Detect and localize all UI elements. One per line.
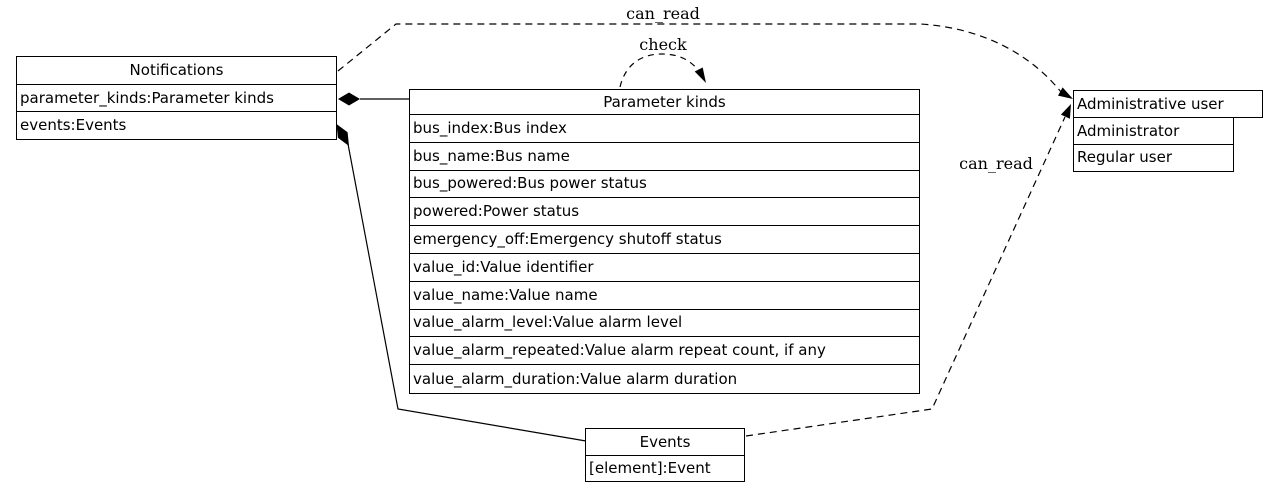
edge-label-check: check (639, 35, 687, 54)
node-administrative-user-title: Administrative user (1073, 90, 1263, 118)
field-row-parameter-kinds: parameter_kinds:Parameter kinds (17, 85, 336, 112)
arrowhead-can-read-top (1058, 87, 1073, 99)
field-row-regular-user: Regular user (1077, 148, 1173, 166)
diamond-composition-parameter-kinds (338, 92, 360, 106)
edge-label-can-read-bottom: can_read (959, 154, 1033, 173)
arrowhead-check (694, 67, 706, 83)
node-notifications-title: Notifications (17, 57, 336, 85)
node-parameter-kinds-title: Parameter kinds (410, 90, 919, 115)
node-notifications: Notifications parameter_kinds:Parameter … (16, 56, 337, 140)
field-row-administrator: Administrator (1074, 118, 1233, 145)
node-events: Events [element]:Event (585, 428, 745, 482)
field-row: value_alarm_level:Value alarm level (410, 310, 919, 338)
field-row-element-event: [element]:Event (589, 459, 711, 477)
edge-check-selfloop (619, 53, 700, 88)
field-row: powered:Power status (410, 198, 919, 227)
field-row: emergency_off:Emergency shutoff status (410, 226, 919, 254)
edge-composition-events (347, 143, 587, 442)
field-row: bus_index:Bus index (410, 115, 919, 143)
field-row-events: events:Events (20, 116, 127, 134)
field-row: value_name:Value name (410, 282, 919, 310)
field-row: value_alarm_repeated:Value alarm repeat … (410, 337, 919, 366)
arrowhead-can-read-bottom (1060, 104, 1071, 119)
diamond-composition-events (336, 124, 349, 146)
node-administrative-user-rows: Administrator Regular user (1073, 118, 1234, 172)
field-row: value_id:Value identifier (410, 254, 919, 282)
edge-label-can-read-top: can_read (626, 4, 700, 23)
node-events-title: Events (586, 429, 744, 456)
field-row: bus_name:Bus name (410, 143, 919, 171)
node-parameter-kinds: Parameter kinds bus_index:Bus index bus_… (409, 89, 920, 394)
edge-can-read-bottom (745, 116, 1066, 437)
edge-can-read-top (337, 23, 1062, 93)
field-row: value_alarm_duration:Value alarm duratio… (413, 369, 738, 388)
field-row: bus_powered:Bus power status (410, 171, 919, 199)
